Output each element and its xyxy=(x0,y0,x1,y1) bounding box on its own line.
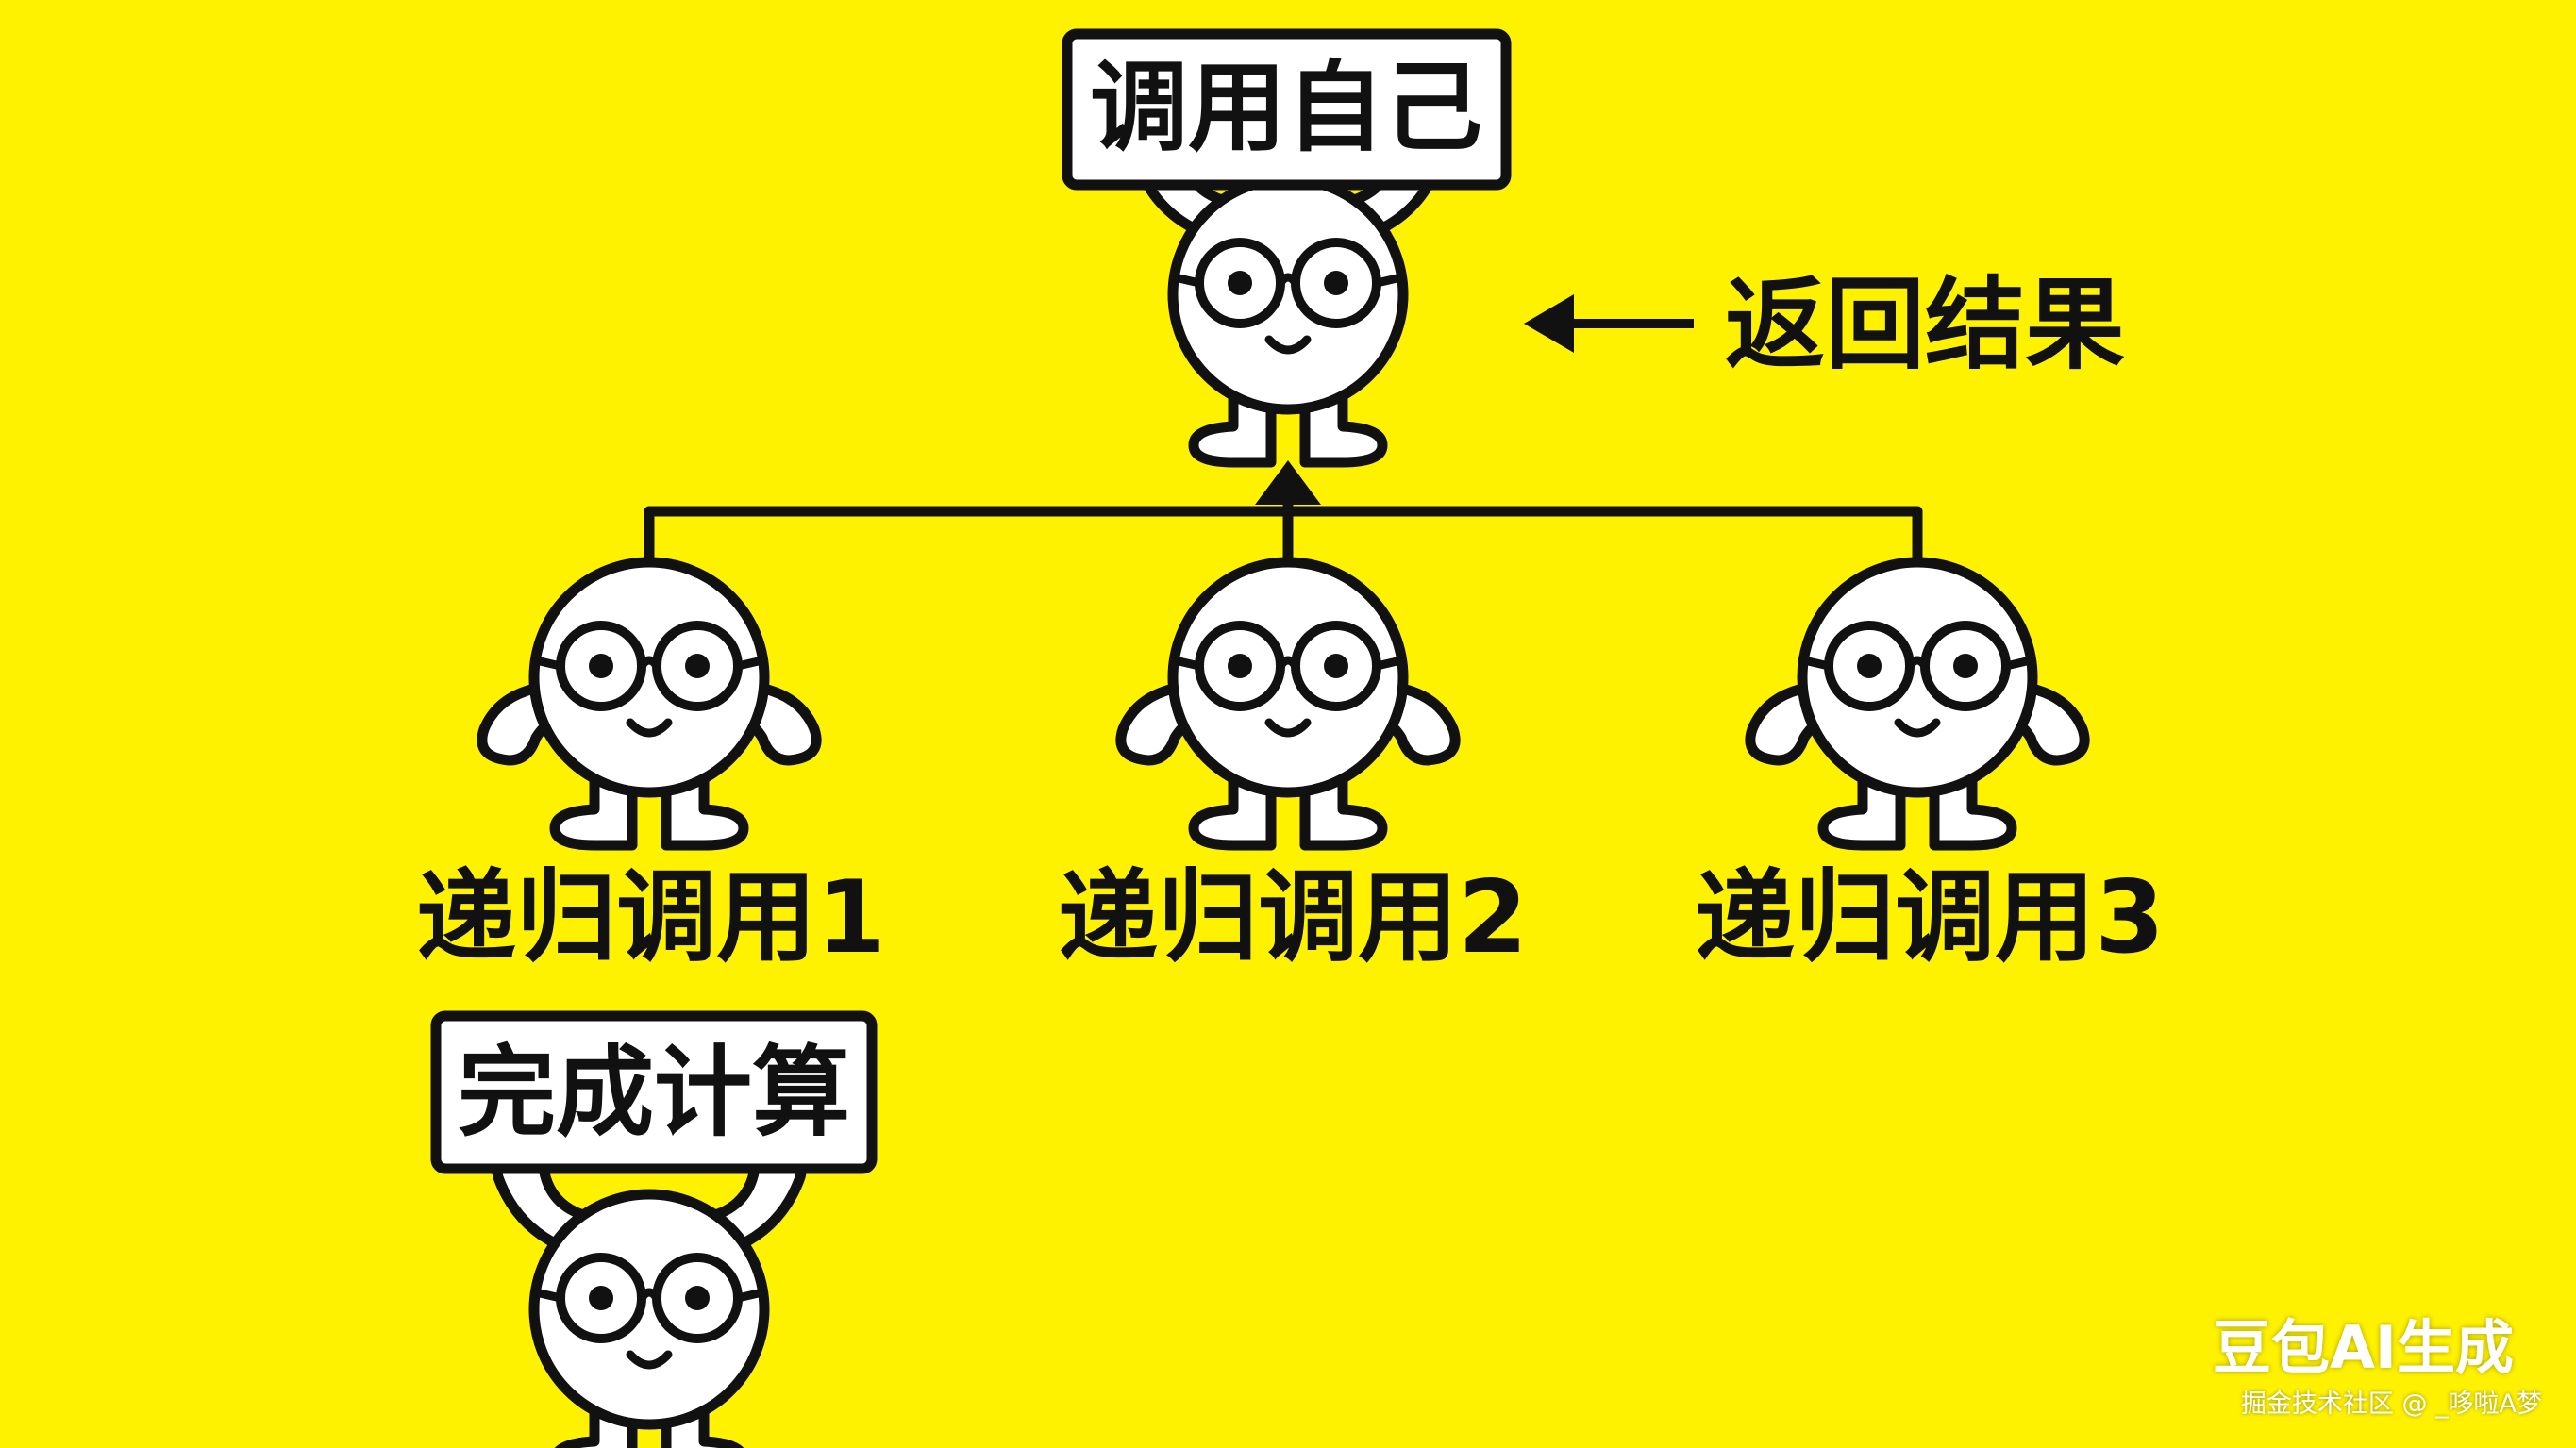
return-label: 返回结果 xyxy=(1725,267,2125,383)
recursive-call-label-3: 递归调用3 xyxy=(1695,859,2165,975)
up-arrowhead xyxy=(1255,460,1321,505)
top-sign-text: 调用自己 xyxy=(1090,50,1482,165)
bottom-sign: 完成计算 xyxy=(430,1010,878,1174)
top-sign: 调用自己 xyxy=(1062,28,1512,191)
recursive-call-label-2: 递归调用2 xyxy=(1058,859,1528,975)
return-arrow xyxy=(1524,294,1694,353)
recursive-call-character-3 xyxy=(1750,562,2084,845)
tree-connectors xyxy=(644,460,1923,564)
watermark-brand: 豆包AI生成 xyxy=(2212,1313,2514,1382)
recursive-call-character-2 xyxy=(1121,562,1455,845)
recursive-call-label-1: 递归调用1 xyxy=(416,859,886,975)
watermark-credit: 掘金技术社区 @ _哆啦A梦 xyxy=(2240,1390,2542,1419)
recursive-call-character-1 xyxy=(482,562,816,845)
bottom-sign-text: 完成计算 xyxy=(458,1035,850,1150)
